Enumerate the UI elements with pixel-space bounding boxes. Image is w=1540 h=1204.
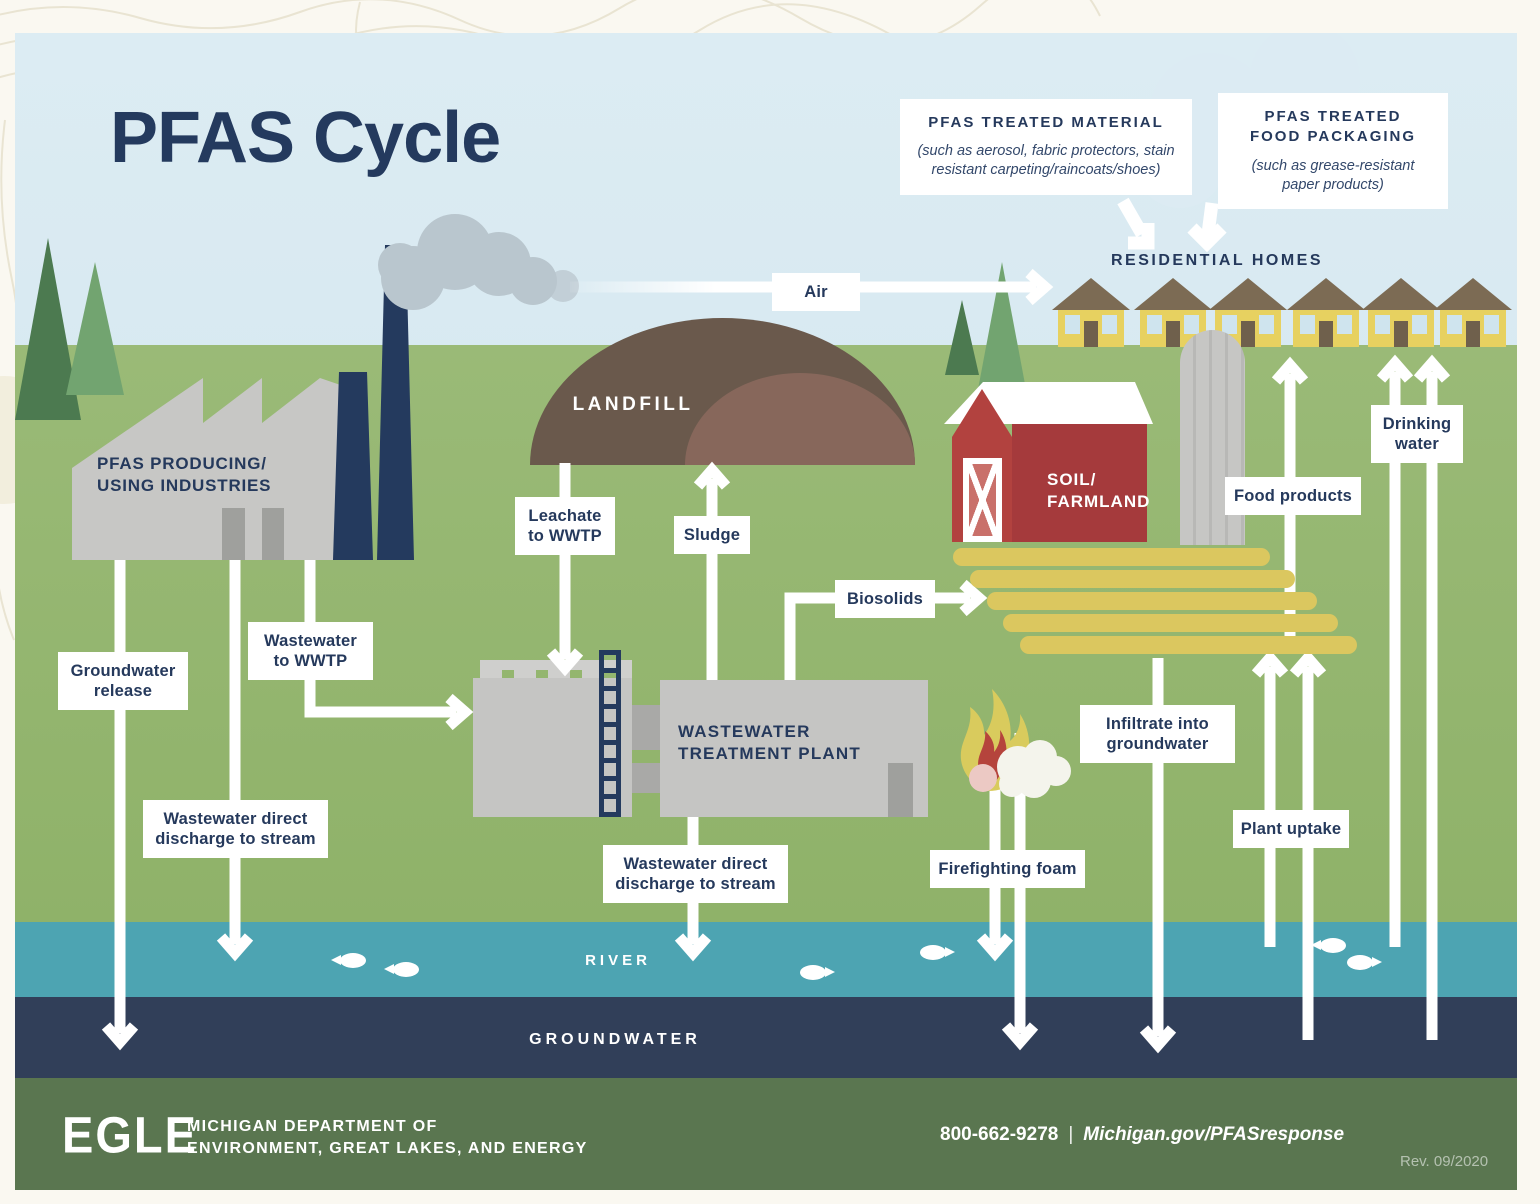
barn-door-x (969, 464, 996, 536)
crop-row (1003, 614, 1338, 632)
footer-band (15, 1078, 1517, 1190)
label-infiltrate: Infiltrate into groundwater (1080, 705, 1235, 764)
pine-tree (976, 262, 1028, 400)
house-roof-icon (1362, 278, 1440, 310)
factory-door (262, 508, 284, 560)
fish-icon (800, 965, 826, 980)
fish-icon (1347, 955, 1373, 970)
house-roof-icon (1209, 278, 1287, 310)
firefighting-foam-icon (960, 689, 1071, 798)
label-river: RIVER (585, 952, 651, 969)
callout-detail: (such as aerosol, fabric protectors, sta… (917, 143, 1175, 179)
fish-icon (331, 953, 366, 968)
label-wwtp-discharge: Wastewater direct discharge to stream (603, 845, 788, 904)
ladder-icon (599, 650, 621, 817)
footer-separator: | (1068, 1124, 1074, 1145)
crop-row (953, 548, 1270, 566)
label-industries: PFAS PRODUCING/ USING INDUSTRIES (97, 454, 272, 496)
house-roof-icon (1052, 278, 1130, 310)
callout-title: PFAS TREATED MATERIAL (928, 114, 1164, 131)
label-biosolids: Biosolids (835, 580, 935, 619)
page-title: PFAS Cycle (110, 98, 501, 178)
label-groundwater: GROUNDWATER (529, 1031, 701, 1048)
label-farm: SOIL/ FARMLAND (1047, 470, 1151, 512)
label-sludge: Sludge (674, 516, 750, 555)
wwtp-building-right (660, 680, 928, 817)
factory-door (222, 508, 245, 560)
barn-side (1012, 424, 1147, 542)
residential-house (1362, 278, 1440, 347)
label-drinking-water: Drinking water (1371, 405, 1463, 464)
house-roof-icon (1287, 278, 1365, 310)
footer-contact: 800-662-9278 | Michigan.gov/PFASresponse (940, 1124, 1344, 1146)
smokestack (333, 372, 373, 560)
wwtp-door (888, 763, 913, 817)
callout-pfas-treated-food-packaging: PFAS TREATED FOOD PACKAGING (such as gre… (1218, 93, 1448, 209)
flow-arrow-callout-material-arrow (1117, 197, 1155, 250)
wwtp-pipe (632, 705, 660, 750)
fish-icon (920, 945, 946, 960)
footer-url: Michigan.gov/PFASresponse (1083, 1124, 1345, 1145)
label-wastewater-to-wwtp: Wastewater to WWTP (248, 622, 373, 681)
callout-pfas-treated-material: PFAS TREATED MATERIAL (such as aerosol, … (900, 99, 1192, 195)
crop-row (987, 592, 1317, 610)
egle-logo: EGLE (62, 1105, 198, 1164)
callout-detail: (such as grease-resistant paper products… (1251, 157, 1415, 193)
house-roof-icon (1434, 278, 1512, 310)
footer-agency-name: MICHIGAN DEPARTMENT OF ENVIRONMENT, GREA… (187, 1118, 588, 1158)
infographic-canvas: PFAS Cycle (15, 33, 1517, 1190)
label-air: Air (772, 273, 860, 312)
label-residential-homes: RESIDENTIAL HOMES (1111, 252, 1323, 269)
label-firefighting-foam: Firefighting foam (930, 850, 1085, 889)
label-plant-uptake: Plant uptake (1233, 810, 1349, 849)
label-food-products: Food products (1225, 477, 1361, 516)
pine-tree (66, 262, 124, 395)
crop-row (970, 570, 1295, 588)
footer-revision: Rev. 09/2020 (1400, 1153, 1489, 1170)
river-band (15, 922, 1517, 997)
footer-phone: 800-662-9278 (940, 1124, 1059, 1145)
label-leachate: Leachate to WWTP (515, 497, 615, 556)
label-landfill: LANDFILL (572, 394, 694, 415)
residential-house (1134, 278, 1212, 347)
residential-house (1434, 278, 1512, 347)
label-groundwater-release: Groundwater release (58, 652, 188, 711)
fish-icon (384, 962, 419, 977)
residential-house (1052, 278, 1130, 347)
residential-house (1287, 278, 1365, 347)
wwtp-pipe (632, 763, 660, 793)
label-wwtp: WASTEWATER TREATMENT PLANT (678, 722, 861, 764)
flow-arrow-callout-packaging-arrow (1187, 202, 1227, 253)
smoke-puff (547, 270, 579, 302)
crop-row (1020, 636, 1357, 654)
fish-icon (1311, 938, 1346, 953)
callout-title: PFAS TREATED FOOD PACKAGING (1249, 108, 1417, 146)
groundwater-band (15, 997, 1517, 1078)
pine-tree (945, 300, 979, 375)
label-factory-discharge: Wastewater direct discharge to stream (143, 800, 328, 859)
house-roof-icon (1134, 278, 1212, 310)
